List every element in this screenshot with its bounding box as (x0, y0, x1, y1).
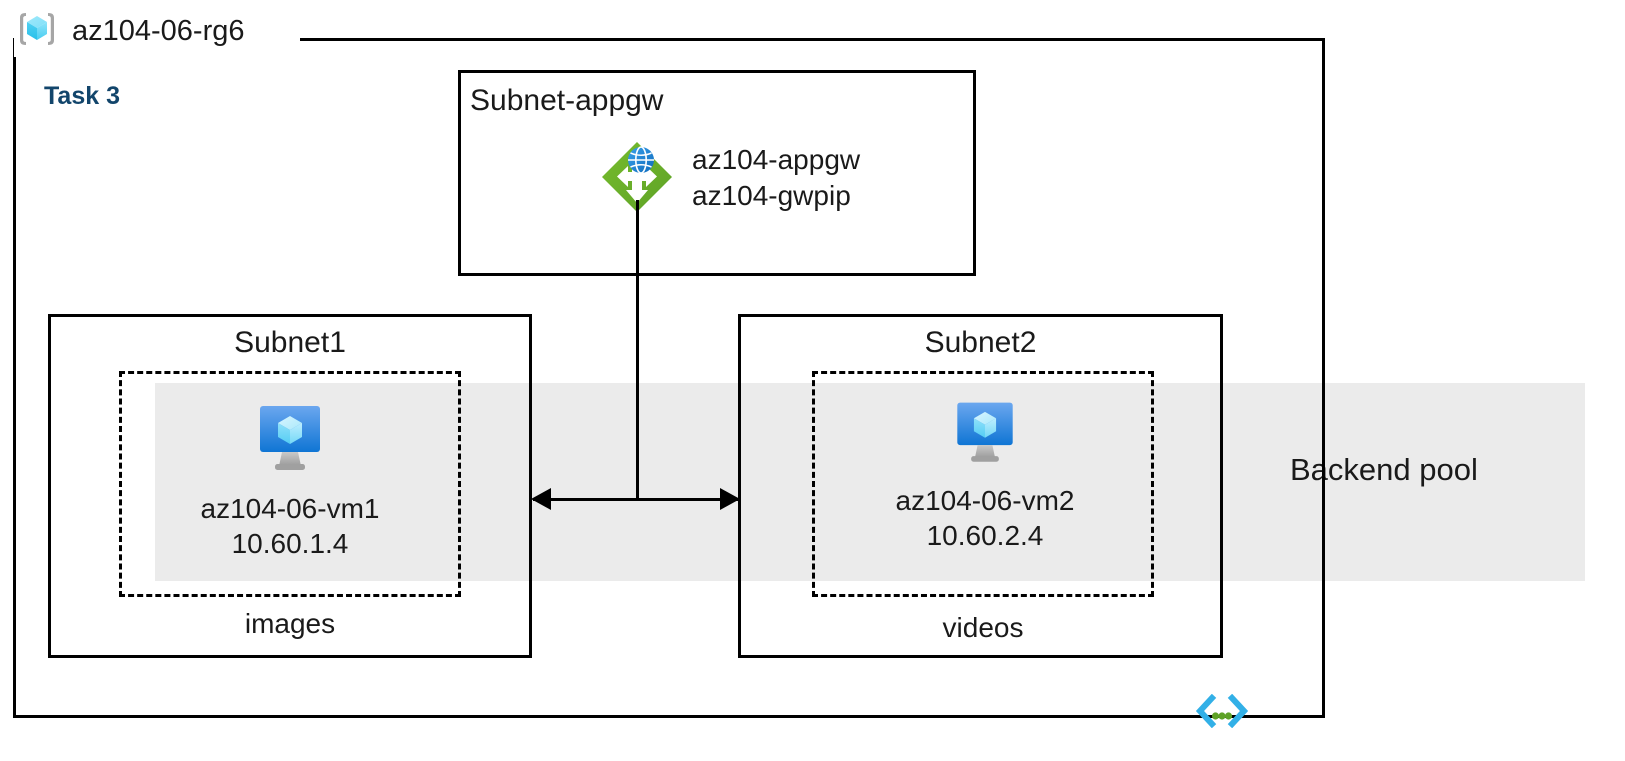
subnet2-vm-name: az104-06-vm2 (895, 485, 1075, 516)
resource-group-border-right (1322, 38, 1325, 718)
connector-arrow-right (720, 488, 740, 510)
subnet2-box (738, 314, 1223, 658)
subnet-appgw-box (458, 70, 976, 276)
subnet2-vm: az104-06-vm2 10.60.2.4 (855, 400, 1115, 553)
resource-group-icon (14, 6, 60, 57)
task-label: Task 3 (44, 82, 120, 110)
application-gateway-icon (598, 138, 676, 221)
backend-pool-band (155, 383, 1585, 581)
application-gateway-resource: az104-appgw az104-gwpip (598, 138, 860, 221)
resource-group-border-left (13, 38, 16, 718)
subnet1-app-boundary (119, 371, 461, 597)
subnet-appgw-title: Subnet-appgw (470, 84, 664, 117)
connector-arrow-left (531, 488, 551, 510)
virtual-machine-icon (949, 400, 1021, 473)
appgw-name: az104-appgw (692, 144, 861, 175)
gwpip-name: az104-gwpip (692, 179, 851, 211)
virtual-machine-icon (251, 404, 329, 481)
subnet2-title: Subnet2 (924, 326, 1037, 359)
subnet1-vm-labels: az104-06-vm1 10.60.1.4 (201, 491, 380, 561)
subnet2-vm-ip: 10.60.2.4 (926, 520, 1044, 551)
resource-group-border-top-right (300, 38, 1325, 41)
virtual-network-icon (1195, 693, 1249, 729)
subnet1-title: Subnet1 (234, 326, 346, 359)
subnet1-subnet2-connector (533, 498, 740, 501)
resource-group-name: az104-06-rg6 (72, 15, 245, 47)
subnet2-vm-labels: az104-06-vm2 10.60.2.4 (896, 483, 1075, 553)
gateway-to-subnets-connector (636, 200, 639, 500)
subnet1-vm: az104-06-vm1 10.60.1.4 (160, 404, 420, 561)
subnet2-app-boundary (812, 371, 1154, 597)
application-gateway-labels: az104-appgw az104-gwpip (692, 138, 860, 214)
backend-pool-label: Backend pool (1290, 452, 1478, 487)
subnet1-vm-ip: 10.60.1.4 (231, 528, 349, 559)
subnet1-app-label: images (244, 608, 336, 639)
subnet1-vm-name: az104-06-vm1 (200, 493, 380, 524)
resource-group-header: az104-06-rg6 (14, 6, 253, 57)
subnet1-box (48, 314, 532, 658)
subnet2-app-label: videos (942, 612, 1024, 643)
resource-group-border-bottom (13, 715, 1325, 718)
